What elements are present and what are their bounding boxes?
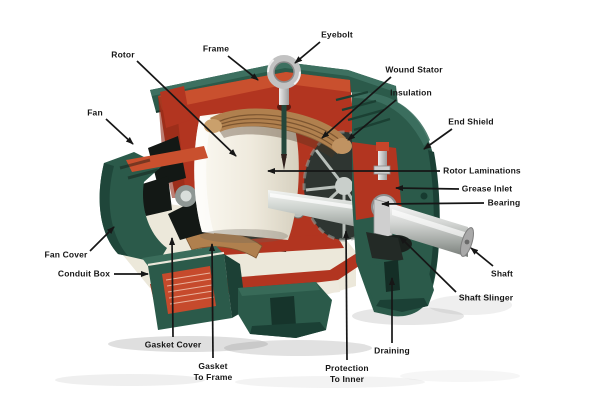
eyebolt-graphic (267, 55, 301, 170)
ground-shadow (55, 295, 520, 388)
conduit-box-graphic (142, 246, 246, 330)
drain-notch-graphic (384, 260, 400, 292)
mounting-feet-graphic (238, 256, 434, 338)
conduit-box-label-plate (162, 266, 216, 314)
